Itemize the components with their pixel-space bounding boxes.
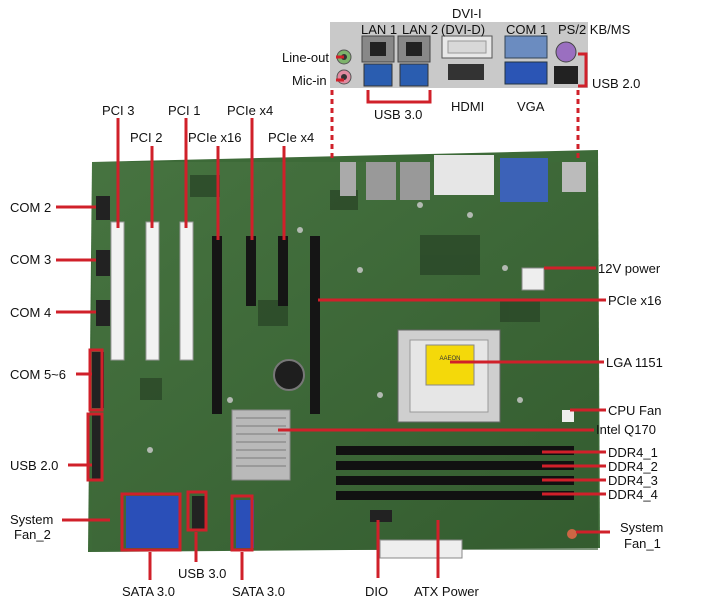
pcie-x4-slot-b xyxy=(278,236,288,306)
label-pcie-x16-a: PCIe x16 xyxy=(188,130,242,145)
pci-slots xyxy=(110,221,194,361)
label-mic-in: Mic-in xyxy=(292,73,327,88)
sata-ports-b xyxy=(236,500,254,548)
label-usb20-top: USB 2.0 xyxy=(592,76,641,91)
label-lan2: LAN 2 xyxy=(402,22,439,37)
label-sys-fan2-line2: Fan_2 xyxy=(14,527,51,542)
hdmi-port xyxy=(448,64,484,80)
label-usb20-left: USB 2.0 xyxy=(10,458,59,473)
callout-lines xyxy=(56,52,610,580)
pci2-slot xyxy=(145,221,160,361)
label-pcie-x4-b: PCIe x4 xyxy=(268,130,315,145)
pci1-slot xyxy=(179,221,194,361)
label-12v-power: 12V power xyxy=(598,261,661,276)
ddr4-slots xyxy=(336,446,574,500)
usb30-rear-ports xyxy=(363,63,393,87)
q170-heatsink xyxy=(231,409,291,481)
label-sata30-b: SATA 3.0 xyxy=(232,584,285,599)
label-com3: COM 3 xyxy=(10,252,52,267)
label-ps2: PS/2 KB/MS xyxy=(558,22,631,37)
label-ddr4-3: DDR4_3 xyxy=(608,473,658,488)
atx-power-connector xyxy=(379,539,463,559)
rear-io-panel xyxy=(330,22,588,88)
usb20-rear-ports xyxy=(554,66,578,84)
cpu-sticker-text: AAEON xyxy=(439,356,460,362)
label-pci2: PCI 2 xyxy=(130,130,163,145)
label-com4: COM 4 xyxy=(10,305,52,320)
sata-ports-a xyxy=(126,496,180,548)
label-vga: VGA xyxy=(517,99,545,114)
label-cpu-fan: CPU Fan xyxy=(608,403,662,418)
label-ddr4-4: DDR4_4 xyxy=(608,487,658,502)
lga1151-socket: AAEON xyxy=(397,329,501,423)
label-dvi-i: DVI-I xyxy=(452,6,482,21)
label-ddr4-2: DDR4_2 xyxy=(608,459,658,474)
label-lga1151: LGA 1151 xyxy=(606,355,663,370)
label-dio: DIO xyxy=(365,584,389,599)
12v-power-connector xyxy=(521,267,545,291)
label-ddr4-1: DDR4_1 xyxy=(608,445,658,460)
pcie-x4-slot-a xyxy=(246,236,256,306)
cmos-battery xyxy=(273,359,305,391)
pci3-slot xyxy=(110,221,125,361)
pcie-x16-slot-b xyxy=(310,236,320,414)
label-pci1: PCI 1 xyxy=(168,103,201,118)
label-pcie-x16-b: PCIe x16 xyxy=(608,293,662,308)
vga-port xyxy=(504,61,548,85)
pcie-x16-slot-a xyxy=(212,236,222,414)
label-sys-fan2-line1: System xyxy=(10,512,54,527)
ps2-port xyxy=(555,41,577,63)
label-pcie-x4-a: PCIe x4 xyxy=(227,103,274,118)
label-hdmi: HDMI xyxy=(451,99,485,114)
label-dvi-d: (DVI-D) xyxy=(441,22,486,37)
pcie-slots xyxy=(212,236,320,414)
label-pci3: PCI 3 xyxy=(102,103,135,118)
label-lan1: LAN 1 xyxy=(361,22,398,37)
label-usb30-bottom: USB 3.0 xyxy=(178,566,227,581)
label-line-out: Line-out xyxy=(282,50,329,65)
label-com2: COM 2 xyxy=(10,200,52,215)
usb30-header xyxy=(192,496,206,530)
label-com56: COM 5~6 xyxy=(10,367,66,382)
com1-port xyxy=(504,35,548,59)
label-intel-q170: Intel Q170 xyxy=(596,422,656,437)
label-sys-fan1-line1: System xyxy=(620,520,664,535)
label-usb30-top: USB 3.0 xyxy=(374,107,423,122)
dio-header xyxy=(370,510,392,522)
label-atx-power: ATX Power xyxy=(414,584,479,599)
label-com1: COM 1 xyxy=(506,22,548,37)
label-sys-fan1-line2: Fan_1 xyxy=(624,536,661,551)
label-sata30-a: SATA 3.0 xyxy=(122,584,175,599)
